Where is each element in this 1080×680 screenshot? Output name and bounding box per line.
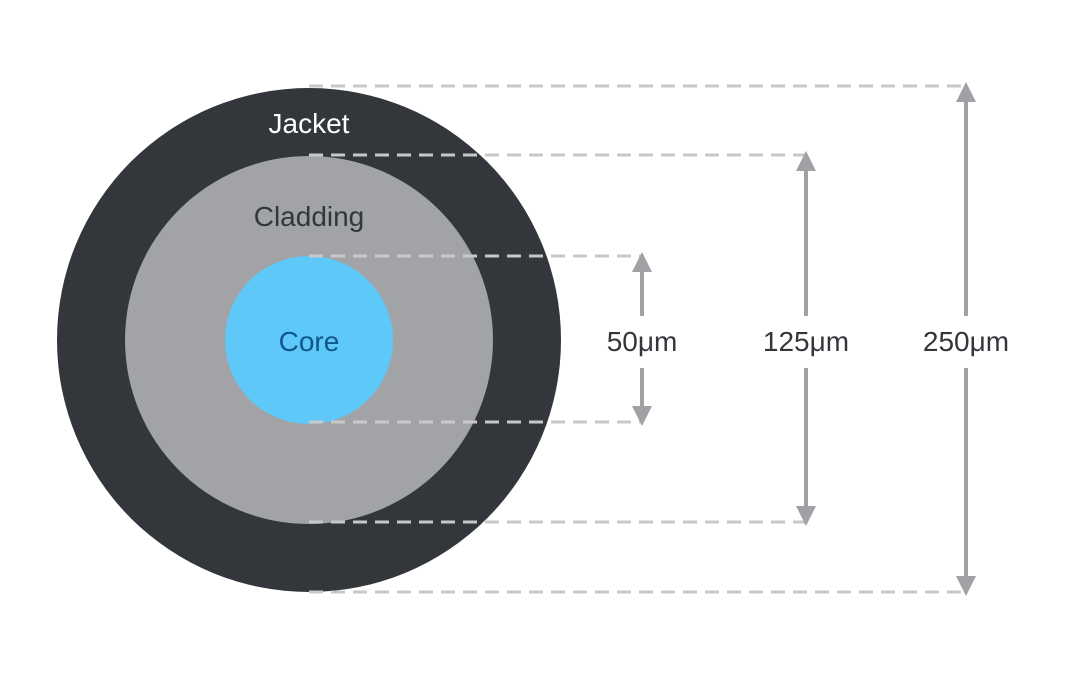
jacket-label: Jacket xyxy=(269,108,350,139)
core-circle xyxy=(225,256,393,424)
jacket-dimension-label: 250μm xyxy=(923,326,1009,357)
core-label: Core xyxy=(279,326,340,357)
core-dimension-label: 50μm xyxy=(607,326,678,357)
cladding-dimension-label: 125μm xyxy=(763,326,849,357)
cladding-label: Cladding xyxy=(254,201,365,232)
